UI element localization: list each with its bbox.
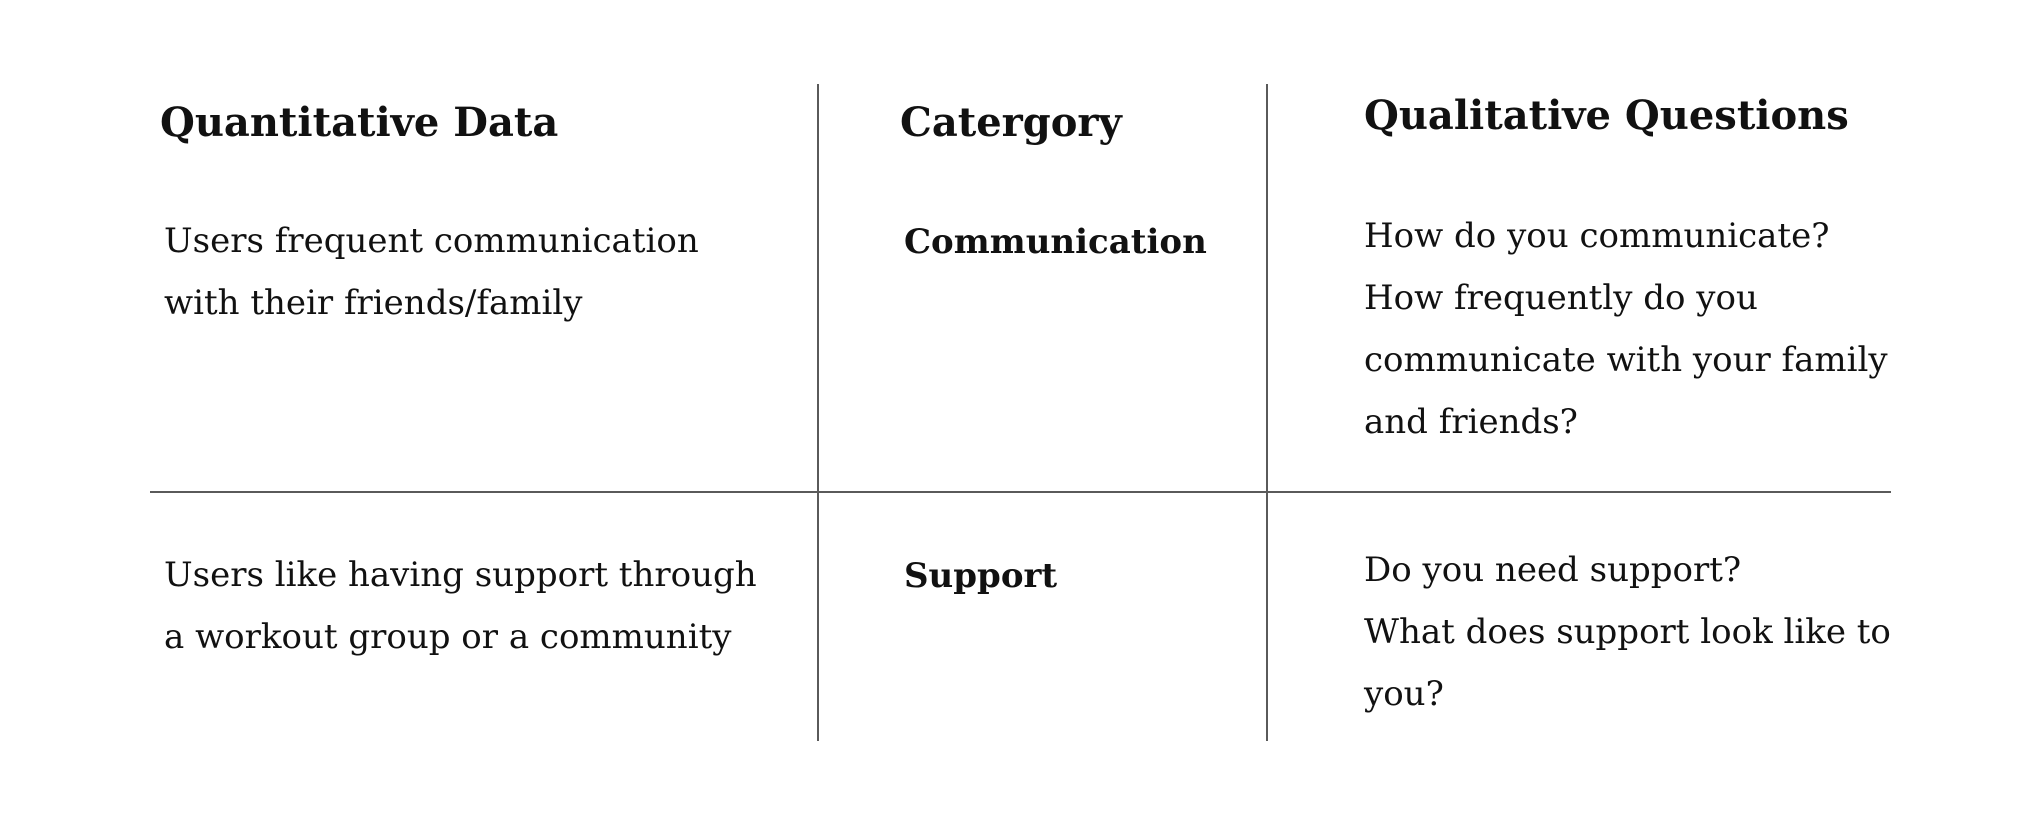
row-1-qualitative-cell: How do you communicate? How frequently d… (1364, 205, 1888, 453)
row-1-category: Communication (904, 222, 1207, 262)
row-2-quantitative-line-1: Users like having support through (164, 555, 757, 595)
column-divider-1 (817, 84, 819, 741)
row-2-qualitative-line-1: Do you need support? (1364, 550, 1742, 590)
row-1-qualitative-line-1: How do you communicate? (1364, 216, 1830, 256)
header-category: Catergory (900, 99, 1122, 146)
column-divider-2 (1266, 84, 1268, 741)
row-1-quantitative-line-1: Users frequent communication (164, 221, 699, 261)
row-1-qualitative-line-4: and friends? (1364, 402, 1578, 442)
row-1-qualitative-line-2: How frequently do you (1364, 278, 1758, 318)
row-2-category: Support (904, 556, 1058, 596)
row-1-quantitative-cell: Users frequent communication with their … (164, 210, 699, 334)
header-quantitative-data: Quantitative Data (160, 99, 559, 146)
row-divider (150, 491, 1891, 493)
row-2-qualitative-cell: Do you need support? What does support l… (1364, 539, 1891, 725)
header-qualitative-questions: Qualitative Questions (1364, 92, 1849, 139)
row-2-quantitative-line-2: a workout group or a community (164, 617, 732, 657)
row-2-qualitative-line-3: you? (1364, 674, 1444, 714)
row-1-qualitative-line-3: communicate with your family (1364, 340, 1888, 380)
row-1-quantitative-line-2: with their friends/family (164, 283, 583, 323)
row-2-quantitative-cell: Users like having support through a work… (164, 544, 757, 668)
row-2-qualitative-line-2: What does support look like to (1364, 612, 1891, 652)
